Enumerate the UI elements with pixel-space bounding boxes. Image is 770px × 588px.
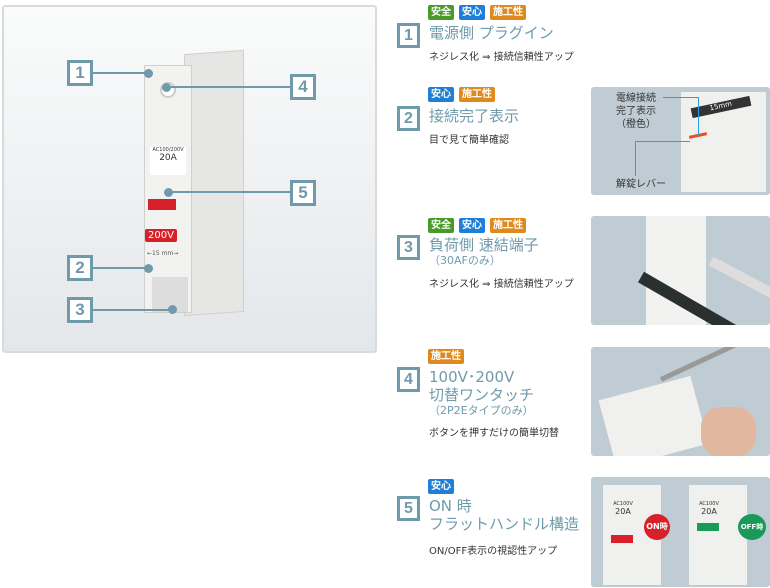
badge-relief: 安心 — [459, 5, 485, 20]
current-text: 20A — [701, 507, 717, 516]
callout-dot — [144, 264, 153, 273]
feature-number: 2 — [397, 106, 420, 131]
feature-title-text: 負荷側 速結端子 — [429, 236, 539, 254]
callout-1: 1 — [67, 60, 93, 86]
badge-safety: 安全 — [428, 5, 454, 20]
breaker-body — [598, 375, 709, 456]
feature-3-photo — [591, 216, 770, 325]
current-text: 20A — [615, 507, 631, 516]
breaker-off — [689, 485, 747, 585]
feature-title-text: 100V･200V — [429, 368, 515, 386]
callout-3: 3 — [67, 297, 93, 323]
badge-relief: 安心 — [428, 87, 454, 102]
badge-safety: 安全 — [428, 218, 454, 233]
feature-desc: ON/OFF表示の視認性アップ — [429, 546, 558, 557]
feature-title: 接続完了表示 — [429, 107, 520, 125]
feature-desc: 目で見て簡単確認 — [429, 135, 509, 146]
off-indicator — [697, 523, 719, 531]
rating-text: AC100V — [699, 501, 719, 507]
feature-title-text: ON 時 — [429, 497, 472, 515]
callout-line — [91, 309, 171, 311]
callout-line — [167, 86, 291, 88]
indicator-label-line: 電線接続 — [616, 93, 656, 104]
callout-dot — [168, 305, 177, 314]
badge-relief: 安心 — [459, 218, 485, 233]
feature-title: 負荷側 速結端子（30AFのみ） — [429, 236, 539, 268]
feature-desc: ネジレス化 ⇒ 接続信頼性アップ — [429, 52, 574, 63]
leader-line — [635, 141, 636, 176]
feature-4-photo — [591, 347, 770, 456]
on-state-badge: ON時 — [644, 514, 670, 540]
on-indicator — [611, 535, 633, 543]
callout-4: 4 — [290, 74, 316, 100]
callout-line — [91, 72, 147, 74]
badge-relief: 安心 — [428, 479, 454, 494]
lever-label: 解錠レバー — [616, 179, 666, 190]
callout-dot — [164, 188, 173, 197]
feature-number: 4 — [397, 367, 420, 392]
indicator-label-line: 完了表示 — [616, 106, 656, 117]
voltage-badge: 200V — [145, 229, 177, 242]
callout-dot — [144, 69, 153, 78]
feature-title-text: フラットハンドル構造 — [429, 515, 580, 533]
feature-title: 電源側 プラグイン — [429, 24, 554, 42]
breaker-side — [184, 49, 244, 317]
feature-1-badges: 安全 安心 施工性 — [428, 5, 526, 20]
callout-dot — [162, 83, 171, 92]
badge-workability: 施工性 — [459, 87, 495, 102]
feature-2-photo: 15mm 電線接続完了表示（橙色） 解錠レバー — [591, 87, 770, 195]
feature-subtitle: （30AFのみ） — [429, 254, 501, 267]
feature-5-badges: 安心 — [428, 479, 454, 494]
badge-workability: 施工性 — [428, 349, 464, 364]
off-state-badge: OFF時 — [738, 514, 766, 540]
feature-4-badges: 施工性 — [428, 349, 464, 364]
gray-wire — [708, 256, 770, 313]
feature-2-badges: 安心 施工性 — [428, 87, 495, 102]
badge-workability: 施工性 — [490, 5, 526, 20]
callout-5: 5 — [290, 180, 316, 206]
feature-number: 5 — [397, 496, 420, 521]
feature-title-text: 切替ワンタッチ — [429, 386, 535, 404]
feature-subtitle: （2P2Eタイプのみ） — [429, 404, 534, 417]
badge-workability: 施工性 — [490, 218, 526, 233]
indicator-label: 電線接続完了表示 （橙色） — [616, 92, 656, 131]
hand — [701, 407, 756, 456]
rating-text: AC100V — [613, 501, 633, 507]
rating-text: AC100/200V — [152, 147, 184, 153]
feature-number: 1 — [397, 23, 420, 48]
feature-desc: ボタンを押すだけの簡単切替 — [429, 428, 559, 439]
feature-title: ON 時フラットハンドル構造 — [429, 497, 579, 533]
screwdriver — [659, 347, 767, 382]
callout-line — [169, 191, 291, 193]
callout-line — [91, 267, 147, 269]
leader-line — [698, 97, 699, 135]
handle-on-indicator — [148, 199, 176, 210]
leader-line — [635, 141, 690, 142]
feature-number: 3 — [397, 235, 420, 260]
current-text: 20A — [159, 153, 177, 163]
width-label: ←15 mm→ — [147, 250, 179, 257]
feature-3-badges: 安全 安心 施工性 — [428, 218, 526, 233]
feature-desc: ネジレス化 ⇒ 接続信頼性アップ — [429, 279, 574, 290]
leader-line — [663, 97, 698, 98]
indicator-label-line: （橙色） — [616, 119, 656, 130]
callout-2: 2 — [67, 255, 93, 281]
